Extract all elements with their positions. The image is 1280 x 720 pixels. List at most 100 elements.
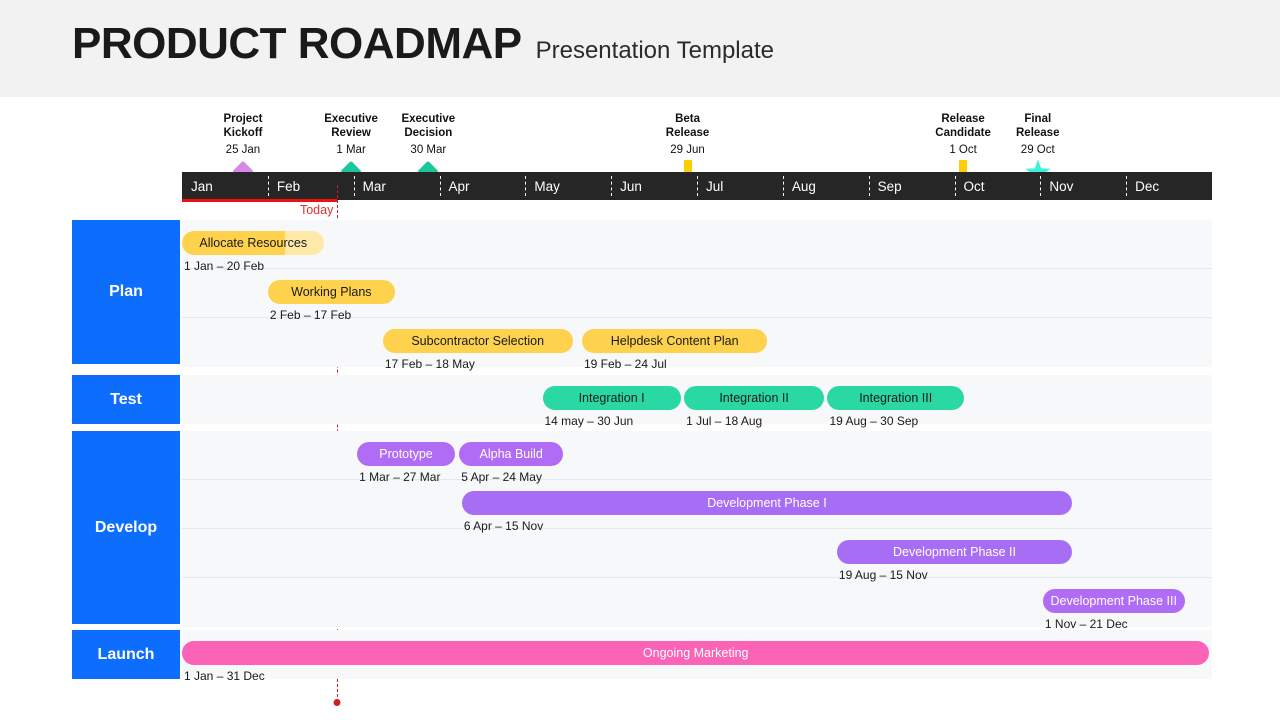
category-block-launch[interactable]: Launch xyxy=(72,630,180,679)
task-date-range: 17 Feb – 18 May xyxy=(384,357,475,371)
month-cell-jun: Jun xyxy=(611,172,697,200)
month-label: Feb xyxy=(276,178,301,194)
month-label: Aug xyxy=(791,178,816,194)
month-cell-nov: Nov xyxy=(1040,172,1126,200)
milestone-name: Project Kickoff xyxy=(223,113,263,139)
page-header: PRODUCT ROADMAP Presentation Template xyxy=(0,0,1280,97)
task-label: Development Phase I xyxy=(707,496,827,510)
task-bar[interactable]: Development Phase II xyxy=(836,540,1073,564)
task-label: Helpdesk Content Plan xyxy=(610,334,739,348)
task-label: Alpha Build xyxy=(479,447,543,461)
task-date-range: 19 Aug – 15 Nov xyxy=(838,568,928,582)
month-divider xyxy=(782,176,784,196)
month-label: Sep xyxy=(877,178,902,194)
month-divider xyxy=(267,176,269,196)
month-label: Jul xyxy=(706,178,724,194)
task-label: Ongoing Marketing xyxy=(642,646,749,660)
milestone-5: Release Candidate 1 Oct xyxy=(898,112,1028,158)
month-divider xyxy=(525,176,527,196)
month-cell-dec: Dec xyxy=(1126,172,1212,200)
milestone-date: 29 Jun xyxy=(670,144,705,156)
task-bar[interactable]: Helpdesk Content Plan xyxy=(581,329,768,353)
task-bar[interactable]: Prototype xyxy=(357,442,455,466)
task-label: Integration III xyxy=(859,391,933,405)
task-date-range: 1 Jan – 31 Dec xyxy=(184,669,265,683)
task-date-range: 19 Aug – 30 Sep xyxy=(829,414,919,428)
task-date-range: 1 Jul – 18 Aug xyxy=(686,414,763,428)
task-date-range: 1 Nov – 21 Dec xyxy=(1044,617,1128,631)
task-date-range: 19 Feb – 24 Jul xyxy=(583,357,667,371)
task-bar[interactable]: Working Plans xyxy=(267,280,395,304)
task-progress-fill xyxy=(182,231,285,255)
month-label: Jan xyxy=(191,178,213,194)
month-cell-mar: Mar xyxy=(353,172,440,200)
task-bar[interactable]: Integration III xyxy=(827,386,964,410)
task-label: Development Phase III xyxy=(1050,594,1177,608)
gantt-row xyxy=(182,220,1212,269)
milestone-1: Project Kickoff 25 Jan xyxy=(178,112,308,158)
milestone-3: Executive Decision 30 Mar xyxy=(363,112,493,158)
category-block-test[interactable]: Test xyxy=(72,375,180,424)
month-label: Nov xyxy=(1049,178,1074,194)
task-bar[interactable]: Ongoing Marketing xyxy=(182,641,1210,665)
category-label: Launch xyxy=(97,645,155,663)
month-divider xyxy=(439,176,441,196)
page-subtitle: Presentation Template xyxy=(535,37,774,64)
month-label: Oct xyxy=(963,178,985,194)
month-divider xyxy=(1126,176,1128,196)
milestone-name: Beta Release xyxy=(665,113,710,139)
month-cell-oct: Oct xyxy=(954,172,1041,200)
title-group: PRODUCT ROADMAP Presentation Template xyxy=(72,22,774,66)
task-bar[interactable]: Subcontractor Selection xyxy=(382,329,573,353)
milestone-date: 1 Oct xyxy=(949,144,977,156)
task-date-range: 5 Apr – 24 May xyxy=(461,470,542,484)
task-label: Prototype xyxy=(379,447,433,461)
task-label: Working Plans xyxy=(291,285,372,299)
month-divider xyxy=(611,176,613,196)
task-date-range: 1 Jan – 20 Feb xyxy=(184,259,265,273)
month-cell-sep: Sep xyxy=(868,172,955,200)
milestone-6: Final Release 29 Oct xyxy=(973,112,1103,158)
task-label: Allocate Resources xyxy=(199,236,308,250)
task-label: Integration I xyxy=(578,391,645,405)
category-block-develop[interactable]: Develop xyxy=(72,431,180,624)
task-label: Integration II xyxy=(719,391,789,405)
task-bar[interactable]: Integration I xyxy=(542,386,681,410)
task-bar[interactable]: Development Phase III xyxy=(1042,589,1185,613)
task-bar[interactable]: Integration II xyxy=(684,386,825,410)
milestone-date: 29 Oct xyxy=(1020,144,1055,156)
month-cell-jan: Jan xyxy=(182,172,268,200)
task-bar[interactable]: Allocate Resources xyxy=(182,231,325,255)
milestone-date: 30 Mar xyxy=(410,144,447,156)
page-title: PRODUCT ROADMAP xyxy=(72,19,522,68)
task-date-range: 14 may – 30 Jun xyxy=(544,414,634,428)
milestone-name: Executive Decision xyxy=(401,113,456,139)
star-marker xyxy=(1025,159,1051,185)
month-cell-feb: Feb xyxy=(267,172,354,200)
category-label: Test xyxy=(110,390,142,408)
milestone-4: Beta Release 29 Jun xyxy=(623,112,753,158)
month-label: Mar xyxy=(362,178,386,194)
month-cell-apr: Apr xyxy=(439,172,526,200)
gantt-row xyxy=(182,431,1212,480)
month-cell-jul: Jul xyxy=(697,172,783,200)
task-label: Subcontractor Selection xyxy=(411,334,545,348)
month-divider xyxy=(353,176,355,196)
task-bar[interactable]: Development Phase I xyxy=(461,491,1073,515)
gantt-row xyxy=(182,578,1212,627)
milestone-name: Release Candidate xyxy=(935,113,991,139)
month-label: Apr xyxy=(448,178,470,194)
month-divider xyxy=(1040,176,1042,196)
category-block-plan[interactable]: Plan xyxy=(72,220,180,364)
task-bar[interactable]: Alpha Build xyxy=(459,442,564,466)
month-divider xyxy=(697,176,698,196)
task-label: Development Phase II xyxy=(892,545,1016,559)
milestone-name: Final Release xyxy=(1016,113,1060,139)
today-endpoint-dot xyxy=(333,699,341,706)
timeline-progress-indicator xyxy=(182,199,338,202)
task-date-range: 1 Mar – 27 Mar xyxy=(359,470,441,484)
month-label: Jun xyxy=(620,178,642,194)
milestone-date: 25 Jan xyxy=(225,144,261,156)
category-label: Plan xyxy=(109,283,143,300)
